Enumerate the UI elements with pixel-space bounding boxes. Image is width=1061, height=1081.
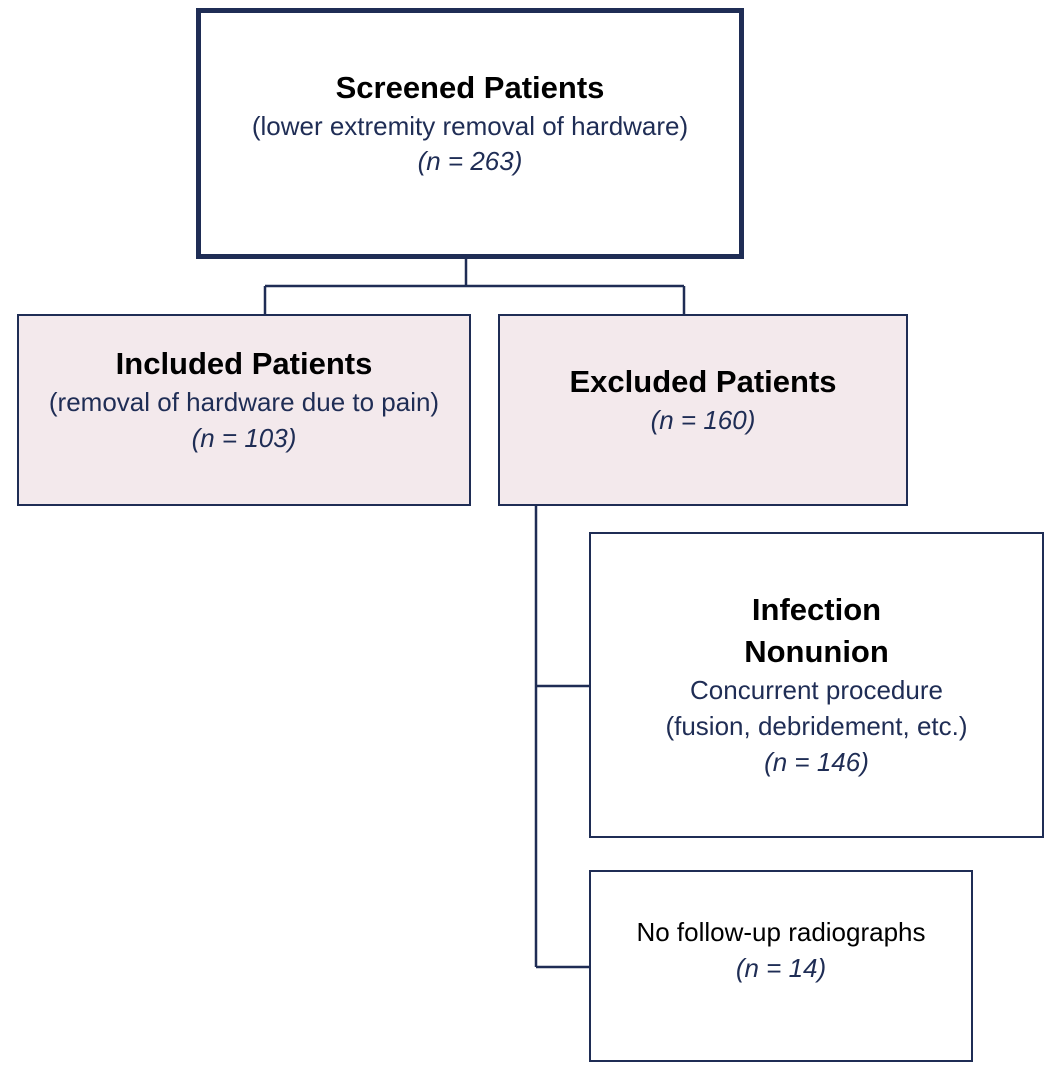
included-count: (n = 103): [191, 422, 297, 453]
screened-title: Screened Patients: [335, 69, 605, 105]
screened-subtitle: (lower extremity removal of hardware): [251, 110, 689, 141]
excluded-title: Excluded Patients: [569, 364, 837, 400]
no-followup-box: No follow-up radiographs (n = 14): [589, 870, 973, 1062]
excluded-patients-box: Excluded Patients (n = 160): [498, 314, 908, 506]
nonunion-label: Nonunion: [744, 634, 889, 670]
no-followup-count: (n = 14): [735, 953, 827, 983]
infection-label: Infection: [751, 592, 882, 628]
included-subtitle: (removal of hardware due to pain): [48, 387, 440, 418]
excluded-count: (n = 160): [650, 404, 756, 435]
infection-count: (n = 146): [764, 746, 869, 777]
included-patients-box: Included Patients (removal of hardware d…: [17, 314, 471, 506]
screened-patients-box: Screened Patients (lower extremity remov…: [196, 8, 744, 259]
concurrent-procedure-examples: (fusion, debridement, etc.): [665, 710, 968, 741]
concurrent-procedure-label: Concurrent procedure: [690, 675, 943, 706]
infection-nonunion-box: Infection Nonunion Concurrent procedure …: [589, 532, 1044, 838]
no-followup-label: No follow-up radiographs: [636, 917, 926, 948]
included-title: Included Patients: [115, 346, 373, 382]
screened-count: (n = 263): [417, 146, 523, 177]
